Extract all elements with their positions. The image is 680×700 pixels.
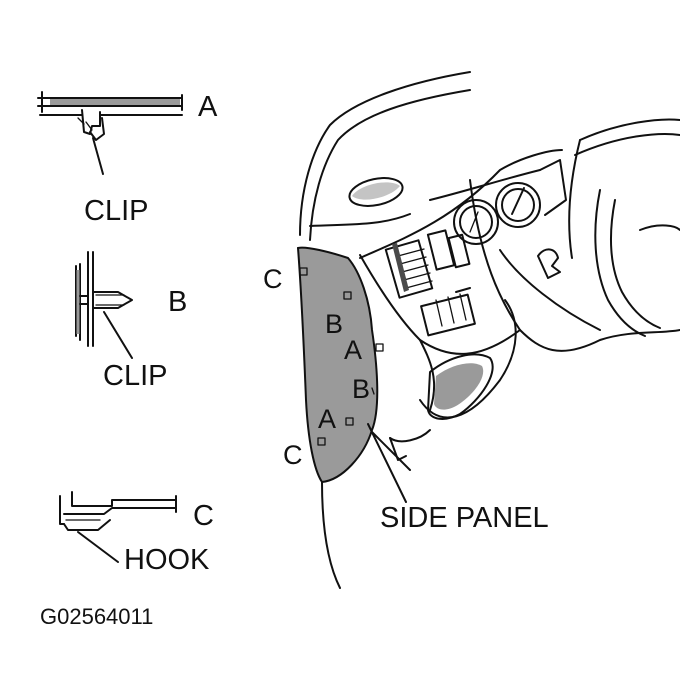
detail-a-part-label: CLIP (84, 195, 149, 227)
panel-marker-a-upper: A (344, 335, 363, 365)
figure-code: G02564011 (40, 604, 154, 629)
detail-a-clip-drawing (37, 91, 183, 175)
detail-c-hook-drawing (59, 491, 177, 563)
panel-marker-c-top: C (263, 264, 283, 294)
detail-b-letter: B (168, 286, 188, 318)
side-panel-callout: SIDE PANEL (380, 502, 549, 534)
panel-marker-b-lower: B (352, 374, 371, 404)
detail-c-part-label: HOOK (124, 544, 210, 576)
panel-marker-b-upper: B (325, 309, 344, 339)
dashboard-drawing (297, 71, 680, 589)
detail-a-letter: A (198, 91, 218, 123)
detail-b-part-label: CLIP (103, 360, 168, 392)
panel-marker-a-lower: A (318, 404, 337, 434)
panel-marker-c-bottom: C (283, 440, 303, 470)
detail-c-letter: C (193, 500, 214, 532)
detail-b-clip-drawing (75, 251, 133, 359)
